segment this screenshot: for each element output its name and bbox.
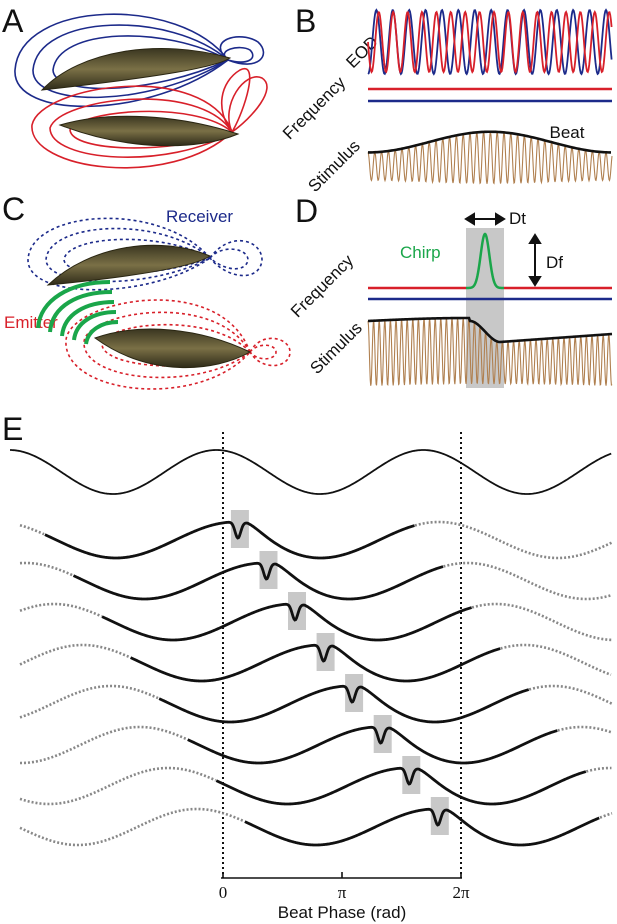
- panel-a: A: [2, 3, 268, 169]
- panel-d-chirp-bump: [465, 232, 505, 290]
- trace-solid: [158, 684, 530, 724]
- panel-d-dt-arrow: [464, 212, 506, 226]
- panel-d-dt-label: Dt: [509, 209, 526, 228]
- trace-dashed-right: [599, 812, 613, 819]
- panel-c-letter: C: [2, 191, 25, 227]
- chirp-trace: [19, 510, 613, 560]
- trace-dashed-left: [19, 766, 217, 806]
- panel-d-df-label: Df: [546, 253, 563, 272]
- chirp-shade: [402, 756, 421, 794]
- panel-d-stimulus-label: Stimulus: [306, 318, 366, 378]
- panel-d-chirp-label: Chirp: [400, 243, 441, 262]
- panel-c: C Receiver Emitter: [2, 191, 291, 390]
- chirp-shade: [259, 551, 278, 589]
- trace-solid: [101, 602, 473, 642]
- chirp-trace: [19, 633, 612, 683]
- chirp-shade: [288, 592, 306, 630]
- panel-a-letter: A: [2, 3, 24, 39]
- trace-dashed-left: [19, 807, 245, 847]
- trace-solid: [244, 807, 600, 847]
- trace-solid: [130, 643, 501, 683]
- chirp-shade: [430, 797, 449, 835]
- panel-c-emitter-label: Emitter: [4, 313, 58, 332]
- panel-d-stimulus-envelope: [367, 316, 613, 344]
- trace-solid: [72, 561, 444, 601]
- trace-dashed-right: [443, 561, 612, 601]
- chirp-trace: [19, 674, 613, 724]
- fish-receiver-photo-c: [46, 244, 212, 286]
- trace-solid: [44, 520, 415, 560]
- panel-d: D Chirp Dt Df Frequency Stimulus: [287, 193, 613, 388]
- chirp-shade: [230, 510, 249, 548]
- chirp-trace: [19, 756, 612, 806]
- panel-b: B EOD Frequency Stimulus Beat: [279, 3, 613, 196]
- panel-d-df-arrow: [528, 233, 542, 287]
- panel-d-stimulus-wave: [367, 317, 613, 387]
- trace-dashed-right: [471, 602, 612, 642]
- panel-c-green-jamming-arcs: [36, 280, 119, 345]
- panel-e: E 0 π 2π Beat Phase (rad): [2, 411, 613, 922]
- panel-e-tick-label: 2π: [452, 883, 470, 902]
- panel-b-letter: B: [295, 3, 316, 39]
- chirp-shade: [373, 715, 392, 753]
- panel-b-frequency-label: Frequency: [279, 73, 350, 144]
- panel-e-x-axis-label: Beat Phase (rad): [278, 903, 407, 922]
- panel-e-reference-beat: [9, 449, 612, 495]
- chirp-trace: [19, 797, 613, 847]
- trace-dashed-left: [19, 602, 103, 618]
- panel-e-chirp-traces: [19, 510, 613, 847]
- fish-emitter-photo-c: [93, 328, 252, 368]
- trace-dashed-left: [20, 725, 188, 765]
- panel-e-x-ticks: [222, 872, 462, 878]
- panel-b-beat-label: Beat: [550, 123, 585, 142]
- panel-d-letter: D: [295, 193, 318, 229]
- trace-dashed-left: [19, 561, 74, 577]
- panel-e-tick-label: π: [338, 883, 347, 902]
- panel-d-frequency-label: Frequency: [287, 251, 358, 322]
- chirp-trace: [19, 551, 612, 601]
- fish-emitter-photo: [58, 115, 240, 147]
- trace-dashed-right: [414, 520, 613, 560]
- panel-c-blue-field-lines: [27, 217, 263, 291]
- chirp-trace: [20, 715, 613, 765]
- chirp-shade: [345, 674, 364, 712]
- trace-solid: [187, 725, 558, 765]
- trace-dashed-right: [585, 766, 612, 773]
- trace-dashed-left: [19, 523, 45, 536]
- trace-dashed-left: [19, 684, 159, 719]
- trace-solid: [215, 766, 587, 806]
- panel-e-tick-label: 0: [219, 883, 228, 902]
- panel-c-receiver-label: Receiver: [166, 207, 233, 226]
- trace-dashed-right: [557, 725, 613, 734]
- chirp-trace: [19, 592, 612, 642]
- trace-dashed-right: [500, 643, 612, 676]
- trace-dashed-left: [19, 643, 131, 666]
- panel-e-letter: E: [2, 411, 23, 447]
- trace-dashed-right: [528, 684, 613, 705]
- panel-b-stimulus-label: Stimulus: [304, 136, 364, 196]
- panel-b-beat-envelope: [367, 130, 612, 154]
- fish-receiver-photo: [40, 48, 232, 91]
- chirp-shade: [316, 633, 335, 671]
- panel-b-eod-red-wave: [367, 9, 613, 75]
- panel-b-eod-blue-wave: [367, 8, 613, 76]
